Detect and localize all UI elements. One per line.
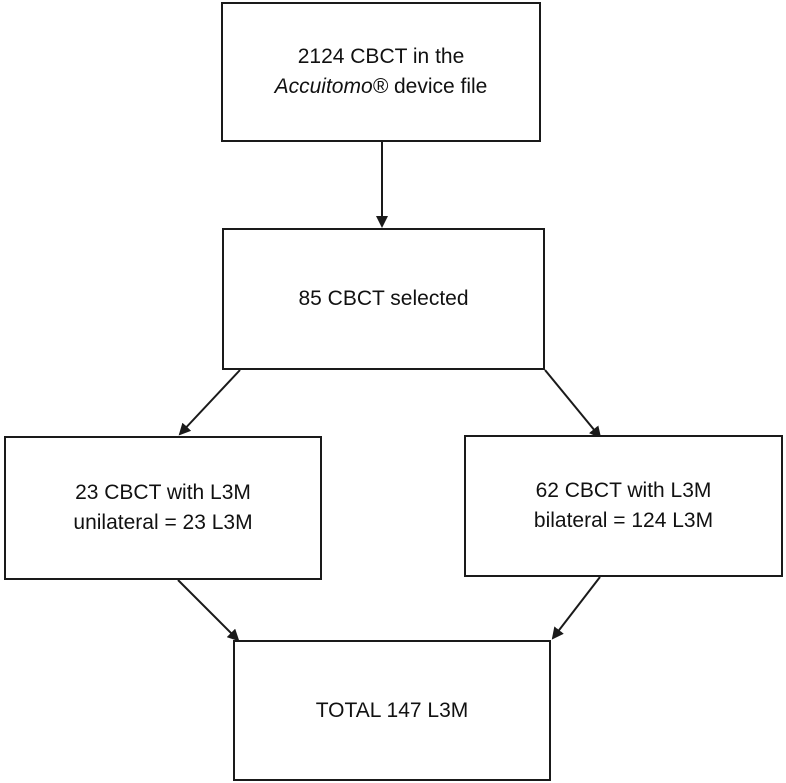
source-box: 2124 CBCT in the Accuitomo® device file	[221, 2, 541, 142]
unilateral-line1: 23 CBCT with L3M	[75, 481, 251, 504]
bilateral-box: 62 CBCT with L3M bilateral = 124 L3M	[464, 435, 783, 577]
unilateral-line2: unilateral = 23 L3M	[73, 511, 253, 534]
arrow-bilateral-to-total	[551, 576, 601, 640]
source-line1: 2124 CBCT in the	[297, 45, 465, 68]
total-text: TOTAL 147 L3M	[315, 698, 469, 722]
device-name: Accuitomo®	[274, 75, 389, 98]
bilateral-line2: bilateral = 124 L3M	[533, 509, 714, 532]
unilateral-box: 23 CBCT with L3M unilateral = 23 L3M	[4, 436, 322, 580]
source-line2: Accuitomo® device file	[275, 72, 488, 102]
device-suffix: device file	[388, 75, 488, 98]
selected-box: 85 CBCT selected	[222, 228, 545, 370]
total-box: TOTAL 147 L3M	[233, 640, 551, 781]
arrow-selected-to-unilateral	[178, 369, 241, 436]
selected-text: 85 CBCT selected	[298, 287, 469, 310]
arrow-selected-to-bilateral	[544, 369, 602, 439]
bilateral-line1: 62 CBCT with L3M	[535, 479, 712, 502]
arrow-unilateral-to-total	[177, 579, 240, 642]
